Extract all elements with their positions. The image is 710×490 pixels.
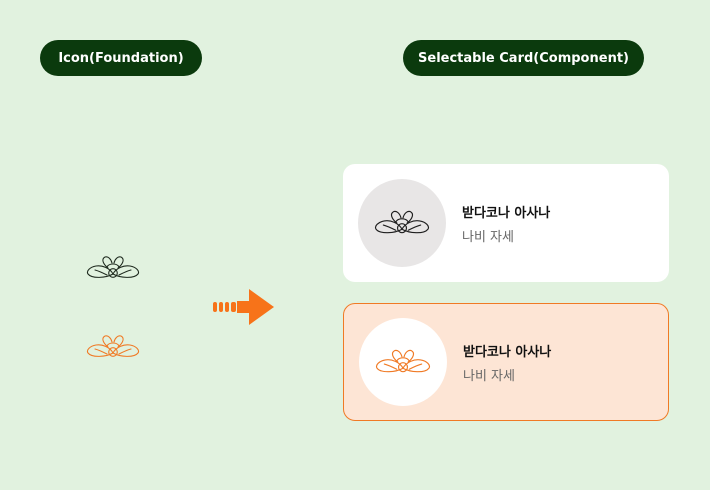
butterfly-pose-icon (374, 208, 430, 238)
label-icon-foundation-text: Icon(Foundation) (58, 50, 184, 66)
card-icon-circle (359, 318, 447, 406)
butterfly-pose-icon (86, 254, 140, 282)
selectable-card-default[interactable]: 받다코나 아사나 나비 자세 (343, 164, 669, 282)
label-selectable-card-text: Selectable Card(Component) (418, 50, 629, 66)
selectable-card-selected[interactable]: 받다코나 아사나 나비 자세 (343, 303, 669, 421)
card-title: 받다코나 아사나 (462, 205, 551, 221)
arrow-right-icon (213, 289, 274, 325)
butterfly-pose-icon (375, 347, 431, 377)
label-selectable-card-component: Selectable Card(Component) (403, 40, 644, 76)
card-title: 받다코나 아사나 (463, 344, 552, 360)
card-subtitle: 나비 자세 (462, 229, 514, 245)
card-icon-circle (358, 179, 446, 267)
butterfly-pose-icon (86, 333, 140, 361)
card-subtitle: 나비 자세 (463, 368, 515, 384)
label-icon-foundation: Icon(Foundation) (40, 40, 202, 76)
